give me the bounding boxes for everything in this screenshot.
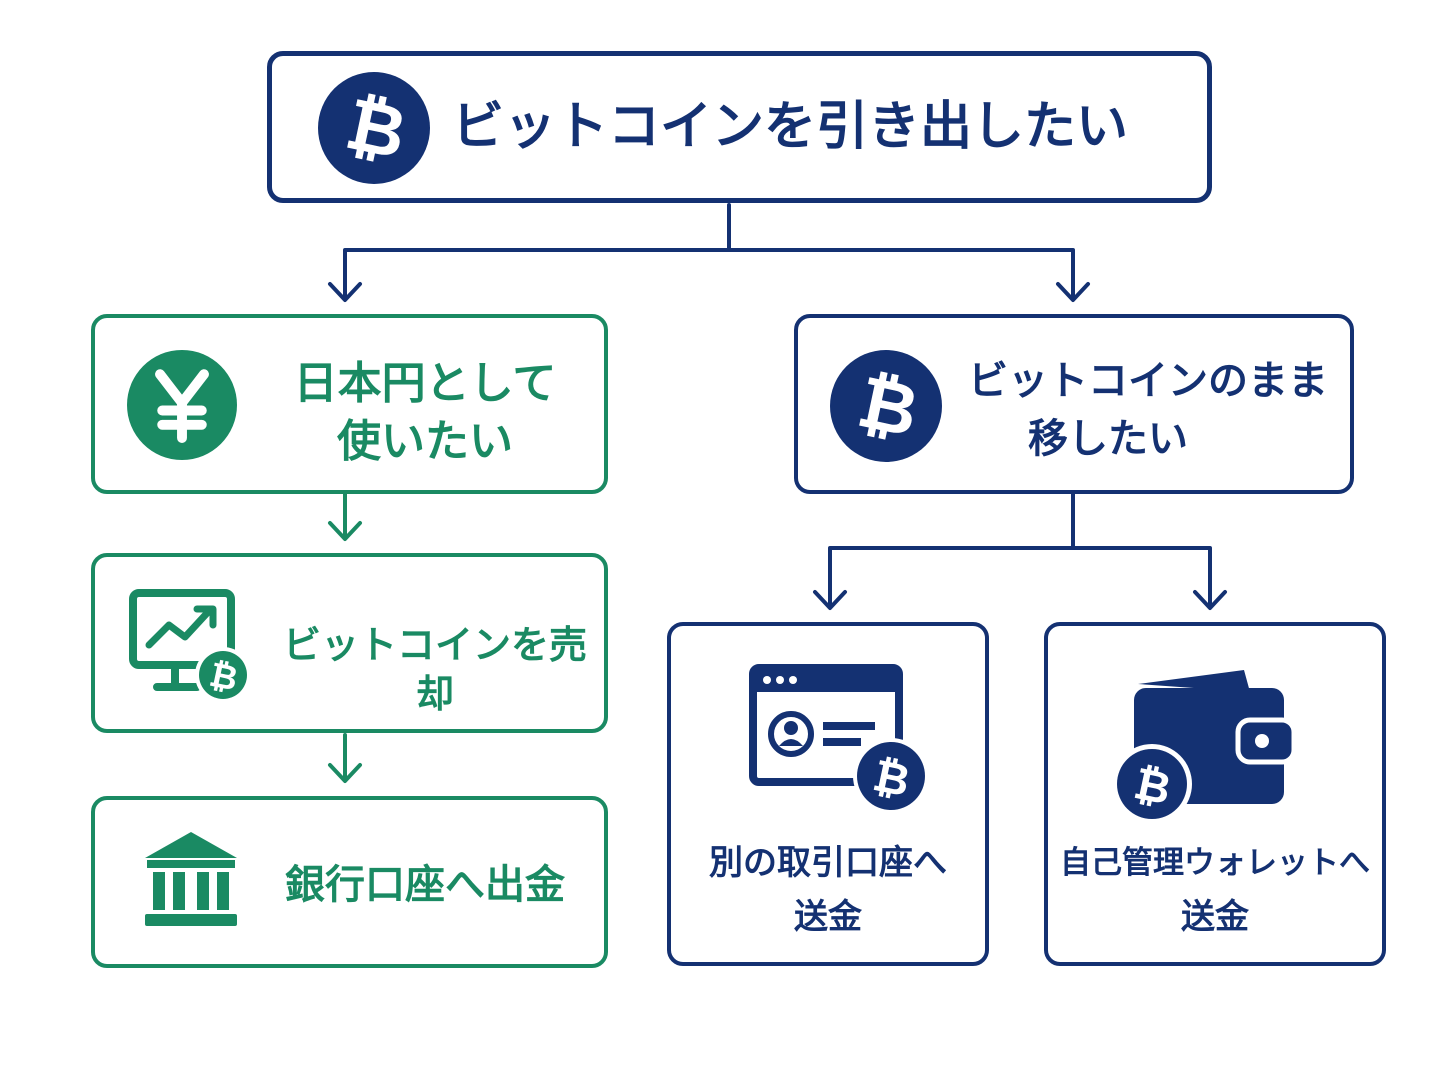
bitcoin-branch-line2: 移したい bbox=[1028, 416, 1188, 462]
chart-monitor-bitcoin-icon: ₿ bbox=[129, 589, 251, 703]
yen-branch-line1: 日本円として bbox=[293, 358, 557, 409]
exchange-account-bitcoin-icon: ₿ bbox=[749, 664, 929, 814]
yen-branch-node: 日本円として 使いたい bbox=[91, 314, 608, 494]
root-title: ビットコインを引き出したい bbox=[452, 97, 1129, 157]
bitcoin-icon: ₿ bbox=[318, 72, 430, 184]
bitcoin-branch-node: ₿ ビットコインのまま 移したい bbox=[794, 314, 1354, 494]
yen-branch-line2: 使いたい bbox=[337, 416, 513, 467]
wallet-bitcoin-icon: ₿ bbox=[1114, 670, 1297, 822]
sell-bitcoin-step: ₿ ビットコインを売却 bbox=[91, 553, 608, 733]
wallet-transfer-line2: 送金 bbox=[1181, 897, 1249, 937]
bank-icon bbox=[145, 832, 237, 926]
root-node: ₿ ビットコインを引き出したい bbox=[267, 51, 1212, 203]
wallet-transfer-option: ₿ 自己管理ウォレットへ 送金 bbox=[1044, 622, 1386, 966]
bitcoin-icon: ₿ bbox=[830, 350, 942, 462]
bank-withdraw-step: 銀行口座へ出金 bbox=[91, 796, 608, 968]
yen-icon bbox=[127, 350, 237, 460]
exchange-transfer-line2: 送金 bbox=[794, 897, 862, 937]
exchange-transfer-line1: 別の取引口座へ bbox=[709, 843, 947, 883]
bitcoin-branch-line1: ビットコインのまま bbox=[968, 358, 1328, 404]
exchange-transfer-option: ₿ 別の取引口座へ 送金 bbox=[667, 622, 989, 966]
wallet-transfer-line1: 自己管理ウォレットへ bbox=[1060, 845, 1370, 881]
sell-bitcoin-label: ビットコインを売却 bbox=[282, 623, 587, 716]
bank-withdraw-label: 銀行口座へ出金 bbox=[285, 862, 565, 908]
